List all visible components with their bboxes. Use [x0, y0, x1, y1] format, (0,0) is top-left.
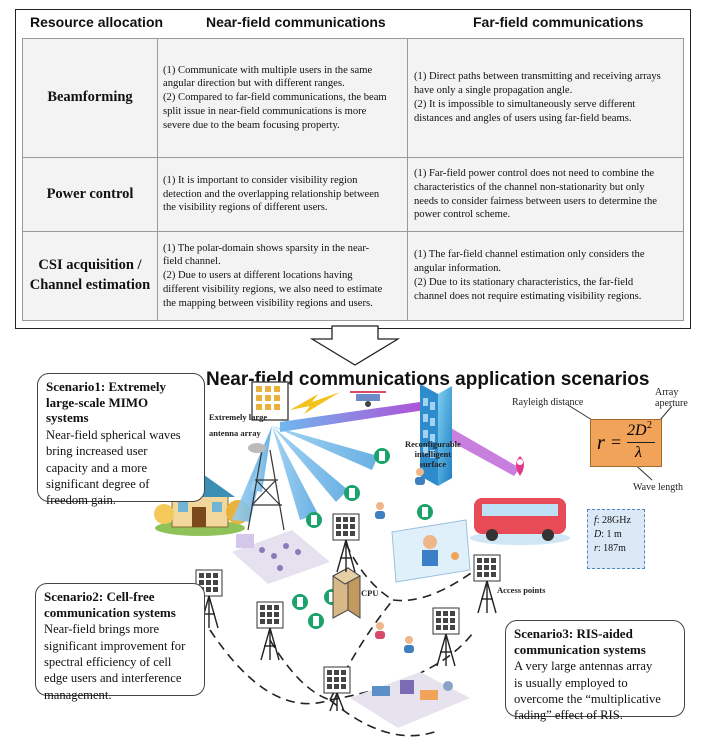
- scenario2-title: Scenario2: Cell-free communication syste…: [44, 589, 176, 620]
- beams: [232, 426, 378, 522]
- row-label-csi: CSI acquisition /Channel estimation: [29, 257, 151, 293]
- table-row-power-control: Power control (1) It is important to con…: [22, 157, 684, 232]
- label-rayleigh-distance: Rayleigh distance: [512, 397, 584, 408]
- cell-power-far: (1) Far-field power control does not nee…: [414, 167, 657, 221]
- label-access-points: Access points: [497, 585, 546, 595]
- access-point-icon: [323, 666, 351, 712]
- access-point-towers: [195, 513, 501, 712]
- scenario1-title: Scenario1: Extremely large-scale MIMO sy…: [46, 379, 166, 426]
- scenario1-box: Scenario1: Extremely large-scale MIMO sy…: [37, 373, 205, 507]
- user-icon: [375, 502, 385, 519]
- figure-title: Near-field communications application sc…: [206, 369, 650, 390]
- access-point-icon: [256, 601, 284, 661]
- down-arrow: [310, 325, 400, 366]
- row-label-power-control: Power control: [46, 185, 134, 202]
- access-point-icon: [432, 607, 460, 667]
- parameter-box: f: 28GHz D: 1 m r: 187m: [587, 509, 645, 569]
- office-scene-icon: [232, 530, 330, 584]
- scenario3-box: Scenario3: RIS-aided communication syste…: [505, 620, 685, 722]
- cell-beamforming-far: (1) Direct paths between transmitting an…: [414, 71, 661, 124]
- label-array-aperture: Array aperture: [655, 387, 688, 409]
- row-label-beamforming: Beamforming: [47, 89, 133, 106]
- scenario3-description: A very large antennas array is usually e…: [514, 659, 661, 723]
- scenario2-description: Near-field brings more significant impro…: [44, 622, 186, 702]
- scenario2-box: Scenario2: Cell-free communication syste…: [35, 583, 205, 702]
- label-ris: Reconfigurable intelligent surface: [405, 439, 461, 469]
- user-icon: [375, 622, 385, 639]
- header-near-field: Near-field communications: [206, 14, 386, 30]
- param-aperture: D: 1 m: [594, 529, 622, 540]
- phone-icon: [417, 504, 433, 520]
- cell-power-near: (1) It is important to consider visibili…: [163, 174, 380, 214]
- cell-beamforming-near: (1) Communicate with multiple users in t…: [163, 64, 387, 131]
- param-frequency: f: 28GHz: [594, 515, 631, 526]
- antenna-array-icon: [251, 381, 289, 421]
- header-resource-allocation: Resource allocation: [30, 14, 164, 30]
- rayleigh-formula: r = 2D 2 λ: [590, 419, 662, 467]
- phone-icon: [308, 613, 324, 629]
- ris-beam: [280, 402, 425, 432]
- cpu-icon: [332, 567, 361, 619]
- label-wave-length: Wave length: [633, 482, 684, 493]
- drone-icon: [350, 391, 386, 407]
- lightning-icon: [290, 392, 340, 414]
- access-point-icon: [332, 513, 360, 573]
- param-distance: r: 187m: [594, 543, 626, 554]
- phone-icon: [374, 448, 390, 464]
- factory-scene-icon: [350, 672, 470, 728]
- user-icon: [415, 468, 425, 485]
- ris-reflected-beam: [430, 416, 520, 476]
- user-icon: [404, 636, 414, 653]
- user-icons: [375, 468, 425, 653]
- cell-csi-far: (1) The far-field channel estimation onl…: [414, 249, 645, 302]
- table-row-csi: CSI acquisition /Channel estimation (1) …: [22, 231, 684, 321]
- phone-icon: [344, 485, 360, 501]
- ris-icon: [420, 384, 452, 486]
- phone-icon: [306, 512, 322, 528]
- location-pin-icon: [516, 456, 524, 476]
- phone-icons: [292, 448, 433, 629]
- bus-icon: [470, 498, 570, 545]
- table-row-beamforming: Beamforming (1) Communicate with multipl…: [22, 38, 684, 158]
- label-cpu: CPU: [361, 588, 379, 598]
- label-antenna-array: Extremely large antenna array: [209, 412, 268, 438]
- access-point-icon: [473, 554, 501, 614]
- telemedicine-icon: [391, 519, 471, 583]
- header-far-field: Far-field communications: [473, 14, 644, 30]
- tower-icon: [247, 449, 285, 531]
- scenario3-title: Scenario3: RIS-aided communication syste…: [514, 626, 646, 657]
- cell-csi-near: (1) The polar-domain shows sparsity in t…: [163, 242, 383, 309]
- scenario1-description: Near-field spherical waves bring increas…: [46, 427, 181, 508]
- phone-icon: [292, 594, 308, 610]
